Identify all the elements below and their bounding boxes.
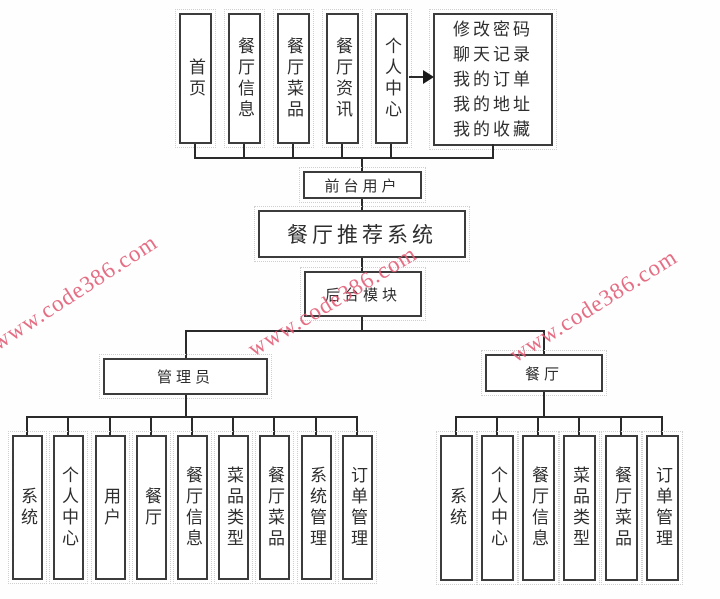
connector-line <box>191 416 193 435</box>
node-restaurant-info-top: 餐厅信息 <box>224 9 265 148</box>
connector-line <box>185 330 187 358</box>
detail-line: 修改密码 <box>453 20 533 39</box>
connector-line <box>661 416 663 435</box>
node-front-user: 前台用户 <box>299 167 426 203</box>
connector-line <box>455 416 457 435</box>
arrow-right-icon <box>423 70 434 84</box>
node-system-title: 餐厅推荐系统 <box>254 206 470 262</box>
restaurant-child-dish-type: 菜品类型 <box>559 431 600 585</box>
arrow-line <box>409 76 425 78</box>
connector-line <box>232 416 234 435</box>
connector-line <box>537 416 539 435</box>
connector-line <box>361 157 363 171</box>
detail-line: 我的收藏 <box>453 120 533 139</box>
connector-line <box>620 416 622 435</box>
connector-line <box>194 157 494 159</box>
connector-line <box>578 416 580 435</box>
connector-line <box>273 416 275 435</box>
connector-line <box>67 416 69 435</box>
restaurant-child-restaurant-dishes: 餐厅菜品 <box>601 431 642 585</box>
node-restaurant-dishes-top: 餐厅菜品 <box>273 9 314 148</box>
restaurant-child-personal-center: 个人中心 <box>477 431 518 585</box>
connector-line <box>185 395 187 418</box>
connector-line <box>361 199 363 210</box>
connector-line <box>492 144 494 159</box>
connector-line <box>292 144 294 159</box>
connector-line <box>543 330 545 354</box>
connector-line <box>315 416 317 435</box>
admin-child-restaurant-dishes: 餐厅菜品 <box>255 431 294 584</box>
node-backend-module: 后台模块 <box>300 267 426 321</box>
connector-line <box>341 144 343 159</box>
connector-line <box>194 144 196 159</box>
restaurant-child-restaurant-info: 餐厅信息 <box>518 431 559 585</box>
connector-line <box>26 416 28 435</box>
node-personal-center: 个人中心 <box>371 9 412 148</box>
admin-child-system-mgmt: 系统管理 <box>297 431 336 584</box>
connector-line <box>361 258 363 271</box>
node-restaurant-news: 餐厅资讯 <box>322 9 363 148</box>
personal-center-detail-box: 修改密码 聊天记录 我的订单 我的地址 我的收藏 <box>429 9 557 150</box>
connector-line <box>390 144 392 159</box>
admin-child-users: 用户 <box>91 431 130 584</box>
connector-line <box>356 416 358 435</box>
connector-line <box>543 392 545 418</box>
admin-child-personal-center: 个人中心 <box>49 431 88 584</box>
node-admin: 管理员 <box>99 354 272 399</box>
admin-child-system: 系统 <box>8 431 47 584</box>
admin-child-dish-type: 菜品类型 <box>214 431 253 584</box>
node-home: 首页 <box>175 9 216 148</box>
detail-line: 我的地址 <box>453 95 533 114</box>
connector-line <box>496 416 498 435</box>
detail-line: 我的订单 <box>453 70 533 89</box>
node-restaurant-branch: 餐厅 <box>481 350 607 396</box>
connector-line <box>243 144 245 159</box>
admin-child-restaurant-info: 餐厅信息 <box>173 431 212 584</box>
restaurant-child-order-mgmt: 订单管理 <box>642 431 683 585</box>
connector-line <box>361 317 363 331</box>
personal-center-detail-lines: 修改密码 聊天记录 我的订单 我的地址 我的收藏 <box>453 17 533 142</box>
connector-line <box>150 416 152 435</box>
connector-line <box>109 416 111 435</box>
admin-child-order-mgmt: 订单管理 <box>338 431 377 584</box>
restaurant-child-system: 系统 <box>436 431 477 585</box>
watermark-text: www.code386.com <box>505 244 682 368</box>
connector-line <box>185 330 545 332</box>
watermark-text: www.code386.com <box>0 229 162 356</box>
admin-child-restaurant: 餐厅 <box>132 431 171 584</box>
detail-line: 聊天记录 <box>453 45 533 64</box>
connector-line <box>455 416 663 418</box>
